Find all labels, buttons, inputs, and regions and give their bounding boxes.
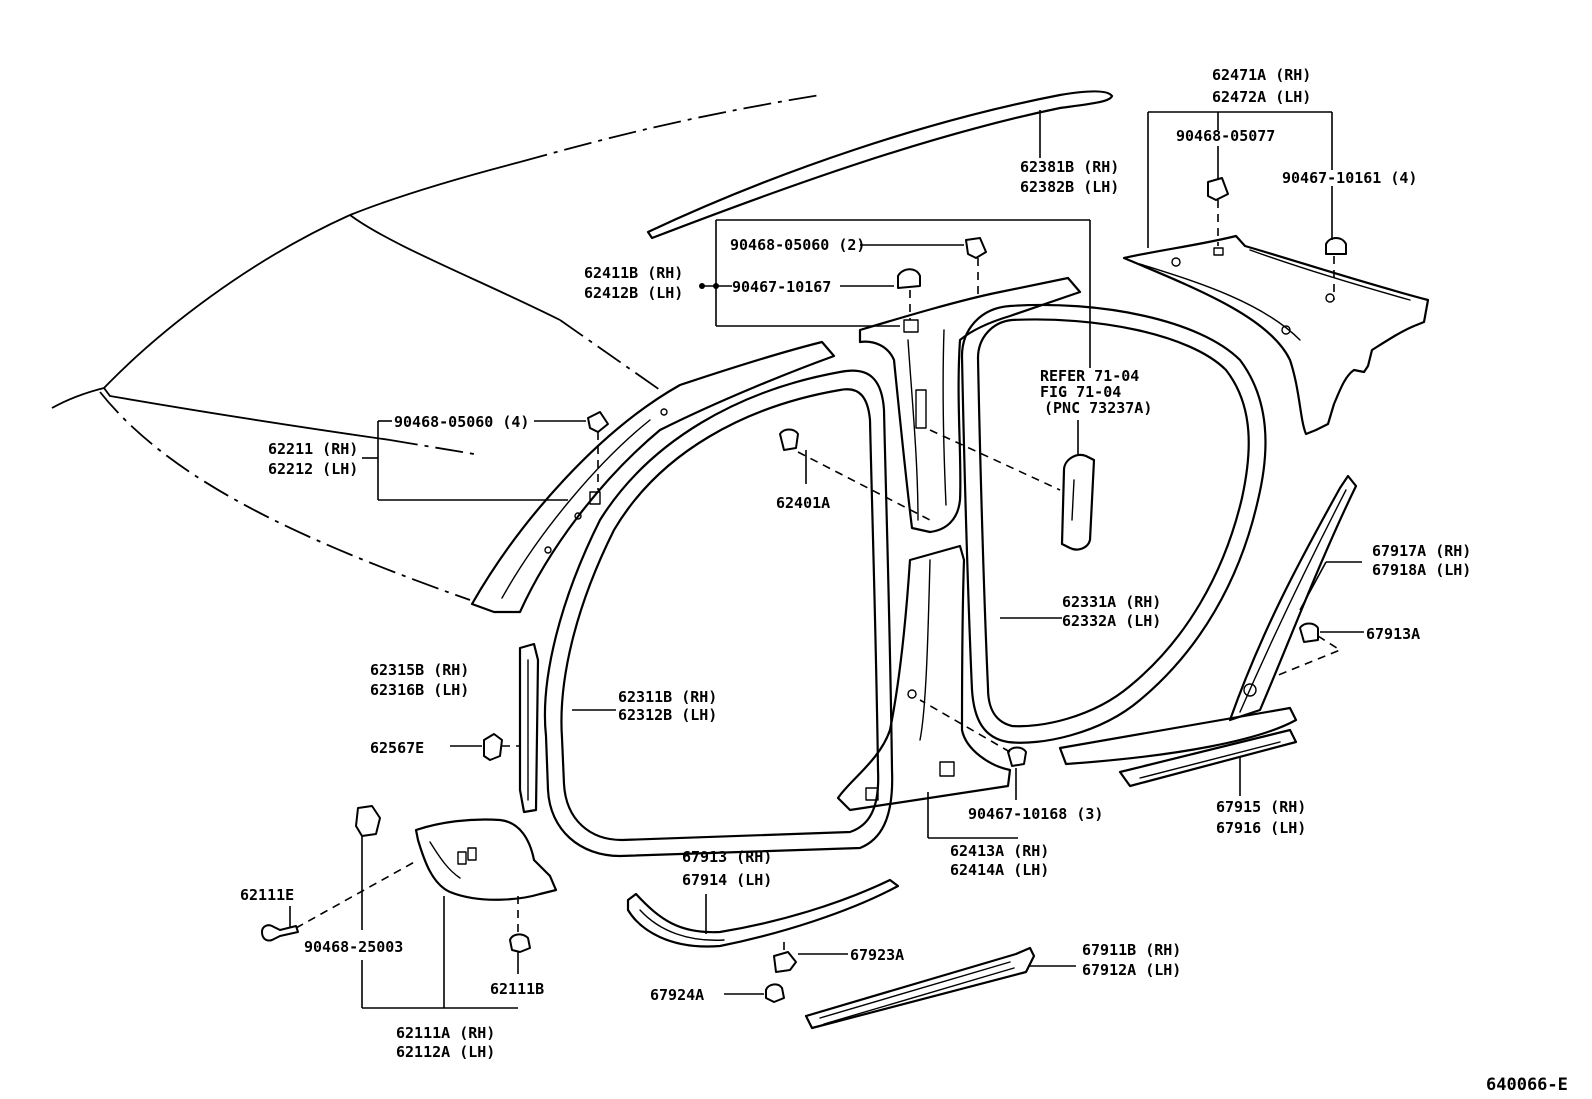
label-90467-10168: 90467-10168 (3): [968, 805, 1103, 823]
screw-62111e: [261, 859, 419, 942]
rear-door-weatherstrip: [960, 303, 1267, 744]
label-62471a: 62471A (RH): [1212, 66, 1311, 84]
fasteners: [779, 237, 1342, 767]
label-62316b: 62316B (LH): [370, 681, 469, 699]
label-62412b: 62412B (LH): [584, 284, 683, 302]
label-67915: 67915 (RH): [1216, 798, 1306, 816]
label-62332a: 62332A (LH): [1062, 612, 1161, 630]
rear-scuff-plate: [1058, 706, 1298, 788]
label-90468-25003: 90468-25003: [304, 938, 403, 956]
rear-trim-fasteners: [1207, 177, 1347, 300]
label-67917a: 67917A (RH): [1372, 542, 1471, 560]
label-62111e: 62111E: [240, 886, 294, 904]
label-90468-05060-4: 90468-05060 (4): [394, 413, 529, 431]
scuff-clips: [765, 942, 797, 1003]
label-67914: 67914 (LH): [682, 871, 772, 889]
front-door-scuff: [626, 878, 900, 948]
label-62212: 62212 (LH): [268, 460, 358, 478]
label-67911b: 67911B (RH): [1082, 941, 1181, 959]
cowl-clip: [355, 805, 381, 837]
center-pillar-lower-garnish: [836, 544, 1012, 812]
label-67924a: 67924A: [650, 986, 704, 1004]
part-labels: 62471A (RH) 62472A (LH) 90468-05077 9046…: [240, 66, 1568, 1095]
label-62315b: 62315B (RH): [370, 661, 469, 679]
roof-rail-moulding: [646, 90, 1114, 240]
front-pillar-lower-moulding: [518, 642, 540, 814]
label-62382b: 62382B (LH): [1020, 178, 1119, 196]
front-door-weatherstrip: [543, 369, 894, 858]
label-90468-05060-2: 90468-05060 (2): [730, 236, 865, 254]
rear-roof-trim: [1122, 234, 1430, 436]
label-67923a: 67923A: [850, 946, 904, 964]
assist-grip: [1060, 453, 1096, 551]
label-62381b: 62381B (RH): [1020, 158, 1119, 176]
vehicle-body-outline: [51, 94, 821, 601]
label-67913: 67913 (RH): [682, 848, 772, 866]
front-scuff-plate: [804, 946, 1036, 1030]
center-pillar-upper-garnish: [858, 276, 1082, 534]
label-90467-10161: 90467-10161 (4): [1282, 169, 1417, 187]
label-90467-10167: 90467-10167: [732, 278, 831, 296]
cowl-side-trim: [414, 818, 558, 901]
figure-id: 640066-E: [1486, 1075, 1568, 1095]
label-67913a: 67913A: [1366, 625, 1420, 643]
label-62414a: 62414A (LH): [950, 861, 1049, 879]
label-62111a: 62111A (RH): [396, 1024, 495, 1042]
label-67918a: 67918A (LH): [1372, 561, 1471, 579]
label-refer-3: (PNC 73237A): [1044, 399, 1152, 417]
label-62411b: 62411B (RH): [584, 264, 683, 282]
label-90468-05077: 90468-05077: [1176, 127, 1275, 145]
leader-lines: [289, 110, 1364, 1009]
label-62311b: 62311B (RH): [618, 688, 717, 706]
clip-62567e: [483, 733, 520, 761]
front-pillar-garnish: [470, 340, 836, 614]
front-pillar-clip: [587, 411, 609, 490]
label-62413a: 62413A (RH): [950, 842, 1049, 860]
label-62211: 62211 (RH): [268, 440, 358, 458]
label-62331a: 62331A (RH): [1062, 593, 1161, 611]
label-62111b: 62111B: [490, 980, 544, 998]
label-62567e: 62567E: [370, 739, 424, 757]
label-62112a: 62112A (LH): [396, 1043, 495, 1061]
rear-quarter-trim: [1228, 474, 1358, 722]
clip-62111b: [509, 896, 531, 953]
leader-dots: [699, 283, 719, 289]
label-62312b: 62312B (LH): [618, 706, 717, 724]
label-62472a: 62472A (LH): [1212, 88, 1311, 106]
label-67912a: 67912A (LH): [1082, 961, 1181, 979]
label-refer-1: REFER 71-04: [1040, 367, 1139, 385]
label-refer-2: FIG 71-04: [1040, 383, 1121, 401]
label-62401a: 62401A: [776, 494, 830, 512]
label-67916: 67916 (LH): [1216, 819, 1306, 837]
